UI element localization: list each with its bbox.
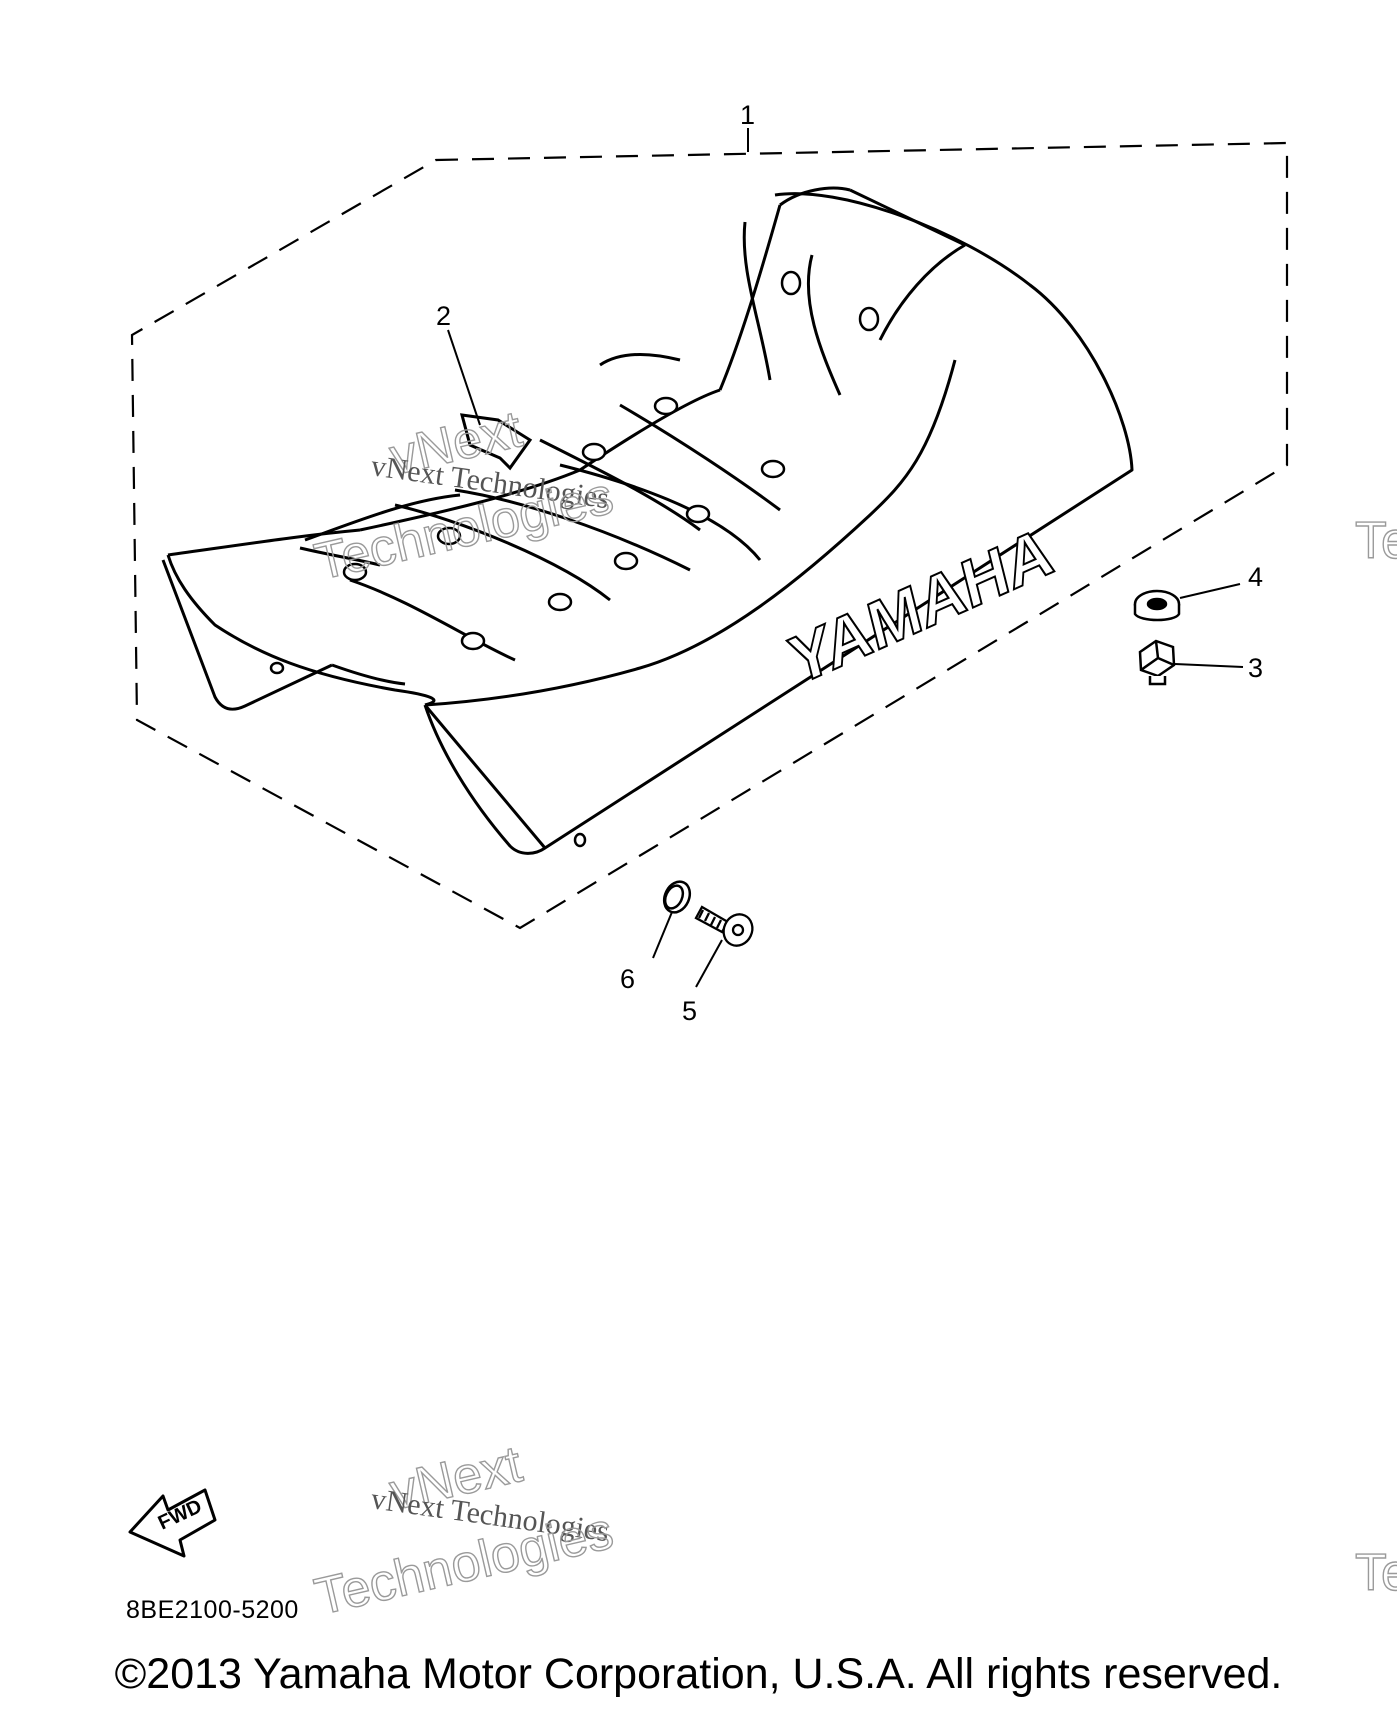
forward-arrow-icon: FWD bbox=[128, 1488, 217, 1558]
assembly-boundary bbox=[130, 141, 1289, 930]
seat-assembly bbox=[161, 186, 1134, 855]
washer-part-4 bbox=[1133, 589, 1181, 622]
brand-lettering: YAMAHA bbox=[783, 513, 1060, 701]
diagram-code: 8BE2100-5200 bbox=[126, 1596, 299, 1624]
leader-lines bbox=[447, 128, 1244, 988]
callout-4: 4 bbox=[1248, 562, 1263, 592]
callout-5: 5 bbox=[682, 996, 697, 1026]
seat-buttons bbox=[269, 270, 880, 848]
callout-1: 1 bbox=[740, 100, 755, 130]
callout-6: 6 bbox=[620, 964, 635, 994]
washer-part-6 bbox=[662, 880, 692, 914]
copyright-notice: ©2013 Yamaha Motor Corporation, U.S.A. A… bbox=[114, 1650, 1283, 1698]
watermark-edge: Te bbox=[1355, 1544, 1397, 1602]
strap-part bbox=[459, 413, 533, 471]
nut-part-3 bbox=[1138, 639, 1176, 686]
watermark-bottom: vNext vNext Technologies Technologies Te bbox=[309, 1434, 1397, 1627]
callout-3: 3 bbox=[1248, 653, 1263, 683]
screw-part-5 bbox=[694, 905, 754, 947]
callout-2: 2 bbox=[436, 301, 451, 331]
watermark-edge: Te bbox=[1355, 512, 1397, 570]
